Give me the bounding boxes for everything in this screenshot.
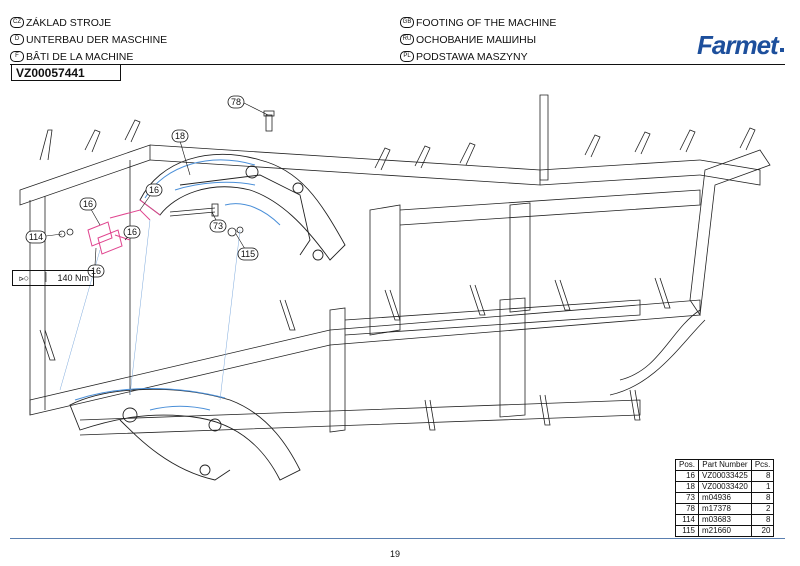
farmet-logo: Farmet: [697, 30, 784, 61]
highlight-pink-pins: [87, 199, 161, 255]
cell-pcs: 2: [750, 503, 775, 515]
logo-dot: [779, 48, 784, 52]
lang-badge-pl: PL: [400, 51, 414, 62]
document-id: VZ00057441: [11, 64, 121, 81]
title-d-text: UNTERBAU DER MASCHINE: [26, 33, 168, 46]
callout-16-c: 16: [123, 225, 141, 239]
cell-pcs: 20: [750, 525, 775, 537]
callout-73: 73: [209, 219, 227, 233]
nuts-115: [227, 226, 244, 237]
cell-pos: 114: [674, 514, 700, 526]
tines-front: [39, 119, 756, 171]
torque-spec: ⪧○ 140 Nm: [12, 270, 94, 286]
table-row: 78 m17378 2: [674, 503, 775, 515]
cell-part-number: VZ00033420: [698, 481, 752, 493]
washers-114: [58, 228, 74, 238]
callout-114: 114: [25, 230, 47, 244]
cell-part-number: m03683: [698, 514, 752, 526]
frame-outline: [19, 94, 771, 436]
footer-rule: [10, 538, 785, 539]
leader-lines-light: [59, 219, 241, 401]
callout-78-label: 78: [231, 97, 241, 107]
brand-name: Farmet: [697, 30, 779, 60]
cell-pcs: 1: [750, 481, 775, 493]
callout-114-label: 114: [29, 232, 43, 242]
callout-16-a: 16: [145, 183, 163, 197]
cell-pos: 16: [674, 470, 700, 482]
hitch-lower: [69, 388, 301, 481]
callout-16-a-label: 16: [149, 185, 159, 195]
col-part-number: Part Number: [698, 459, 752, 471]
lang-badge-d: D: [10, 34, 24, 45]
callout-73-label: 73: [213, 221, 223, 231]
header-rule: [10, 64, 785, 65]
cell-pos: 18: [674, 481, 700, 493]
callout-78: 78: [227, 95, 245, 109]
cell-part-number: m17378: [698, 503, 752, 515]
hitch-upper: [139, 153, 346, 261]
cell-pcs: 8: [750, 492, 775, 504]
callout-18: 18: [171, 129, 189, 143]
cell-pcs: 8: [750, 514, 775, 526]
tines-rear: [39, 277, 671, 431]
parts-table: Pos. Part Number Pcs. 16 VZ00033425 8 18…: [674, 459, 775, 537]
cell-pos: 115: [674, 525, 700, 537]
callout-16-b-label: 16: [83, 199, 93, 209]
cell-pcs: 8: [750, 470, 775, 482]
callout-16-d-label: 16: [91, 266, 101, 276]
callout-16-d: 16: [87, 264, 105, 278]
callout-16-b: 16: [79, 197, 97, 211]
callout-115-label: 115: [241, 249, 255, 259]
table-row: 115 m21660 20: [674, 525, 775, 537]
cell-part-number: VZ00033425: [698, 470, 752, 482]
table-row: 114 m03683 8: [674, 514, 775, 526]
cell-part-number: m21660: [698, 525, 752, 537]
title-pl-text: PODSTAWA MASZYNY: [416, 50, 528, 63]
cell-part-number: m04936: [698, 492, 752, 504]
title-gb-text: FOOTING OF THE MACHINE: [416, 16, 557, 29]
title-cz-text: ZÁKLAD STROJE: [26, 16, 112, 29]
callout-16-c-label: 16: [127, 227, 137, 237]
wrench-icon: ⪧○: [18, 273, 30, 283]
parts-table-header: Pos. Part Number Pcs.: [674, 459, 775, 471]
page-number: 19: [390, 549, 401, 559]
lang-badge-gb: GB: [400, 17, 414, 28]
lang-badge-ru: RU: [400, 34, 414, 45]
callout-18-label: 18: [175, 131, 185, 141]
table-row: 16 VZ00033425 8: [674, 470, 775, 482]
table-row: 18 VZ00033420 1: [674, 481, 775, 493]
lang-badge-cz: CZ: [10, 17, 24, 28]
title-ru-text: ОСНОВАНИЕ МАШИНЫ: [416, 33, 537, 46]
col-pcs: Pcs.: [750, 459, 775, 471]
bolt-73: [169, 203, 219, 217]
table-row: 73 m04936 8: [674, 492, 775, 504]
cell-pos: 73: [674, 492, 700, 504]
bolt-78: [263, 110, 275, 132]
highlight-blue-edges: [74, 159, 281, 411]
cell-pos: 78: [674, 503, 700, 515]
torque-value: 140 Nm: [57, 273, 89, 283]
lang-badge-f: F: [10, 51, 24, 62]
callout-115: 115: [237, 247, 259, 261]
title-f-text: BÂTI DE LA MACHINE: [26, 50, 134, 63]
col-pos: Pos.: [674, 459, 700, 471]
